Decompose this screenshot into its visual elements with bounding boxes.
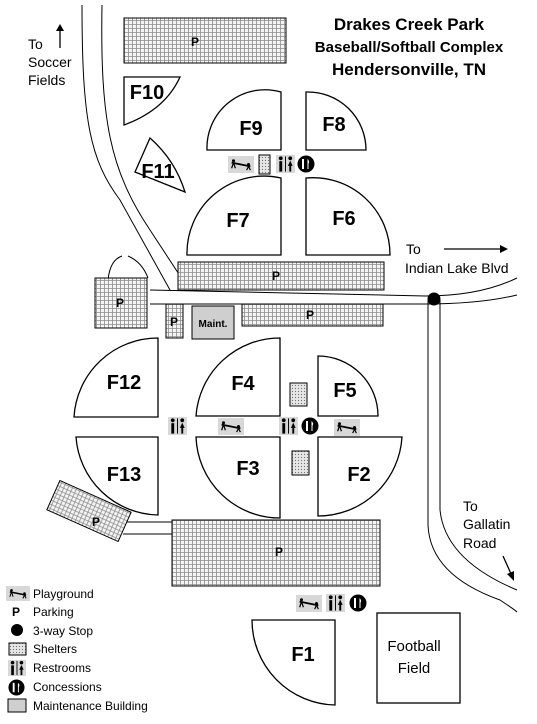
shelter-south [291,450,310,476]
parking-label: P [272,269,280,283]
concessions-icon [8,679,25,696]
field-label-f4: F4 [231,373,255,395]
direction-soccer: To Soccer Fields [28,24,72,88]
fields [73,76,461,706]
restroom-icon [281,418,296,434]
parking-lot-southwest [46,479,132,543]
football-label-1: Football [387,638,440,655]
field-f10 [123,76,182,126]
field-label-f8: F8 [322,114,345,136]
direction-text: To [406,241,421,257]
maintenance-building [191,305,235,340]
direction-text: Soccer [28,54,72,70]
field-f8 [305,91,367,151]
map-title: Drakes Creek Park Baseball/Softball Comp… [315,15,504,79]
parking-label: P [92,515,100,529]
field-label-f2: F2 [347,464,370,486]
field-label-f10: F10 [130,82,164,104]
legend-label-restrooms: Restrooms [33,661,91,675]
field-f9 [206,89,282,151]
field-f1 [251,619,336,706]
parking-label: P [116,296,124,310]
maintenance-icon [7,698,27,713]
football-field [376,612,461,704]
legend-label-shelters: Shelters [33,642,77,656]
stop-icon [11,624,23,636]
field-label-f6: F6 [332,208,355,230]
parking-lot-west [94,277,148,329]
legend-label-playground: Playground [33,587,94,601]
parking-lot-south [171,519,381,587]
direction-text: Gallatin [463,516,510,532]
three-way-stop-marker [427,292,441,306]
parking-lot-central [177,261,385,291]
title-line-3: Hendersonville, TN [332,60,486,79]
football-label-2: Field [398,660,431,677]
parking-lot-north [123,17,287,64]
roads [81,4,518,613]
restroom-icon [170,418,185,434]
parking-labels: P P P P P P P [92,35,314,559]
field-f7 [186,175,282,256]
parking-label: P [306,308,314,322]
maintenance-label: Maint. [199,319,228,330]
parking-icon: P [12,605,20,619]
legend: Playground P Parking 3-way Stop Shelters… [6,586,148,713]
legend-label-parking: Parking [33,605,74,619]
field-f4 [195,337,281,417]
field-labels: F1 F2 F3 F4 F5 F6 F7 F8 F9 F10 F11 F12 F… [107,82,441,677]
field-f12 [73,337,159,418]
legend-label-concessions: Concessions [33,680,102,694]
field-label-f3: F3 [236,458,259,480]
concessions-icon [301,417,319,435]
parking-label: P [191,35,199,49]
parking-label: P [170,315,178,329]
restroom-icon [278,156,293,172]
parking-lots [46,17,385,587]
title-line-1: Drakes Creek Park [334,15,485,34]
direction-text: Fields [28,72,65,88]
field-f11 [134,136,187,194]
amenity-icons [168,155,367,612]
field-label-f11: F11 [141,161,174,183]
shelters [258,154,310,476]
direction-gallatin: To Gallatin Road [463,498,514,581]
field-f3 [195,436,281,519]
shelter-north [258,154,271,175]
restroom-icon [328,595,343,611]
legend-label-maintenance: Maintenance Building [33,699,148,713]
parking-label: P [275,545,283,559]
direction-text: Road [463,535,496,551]
field-label-f9: F9 [239,118,262,140]
field-f5 [317,355,379,417]
field-label-f12: F12 [107,372,141,394]
concessions-icon [349,594,367,612]
direction-text: To [463,498,478,514]
parking-lot-small [165,303,184,339]
field-label-f1: F1 [291,644,314,666]
direction-indian-lake: To Indian Lake Blvd [405,241,509,276]
parking-lot-east [241,303,384,327]
field-label-f13: F13 [107,464,141,486]
title-line-2: Baseball/Softball Complex [315,39,504,56]
direction-text: To [28,36,43,52]
field-label-f7: F7 [226,210,249,232]
field-label-f5: F5 [333,380,356,402]
shelter-icon [8,642,27,656]
field-f2 [317,436,403,517]
concessions-icon [297,155,315,173]
field-f6 [305,177,391,256]
legend-label-stop: 3-way Stop [33,624,93,638]
shelter-center [289,382,308,407]
direction-text: Indian Lake Blvd [405,260,509,276]
restroom-icon [10,660,24,676]
field-f13 [75,436,159,516]
